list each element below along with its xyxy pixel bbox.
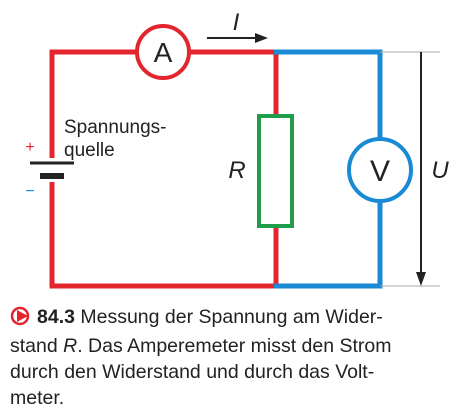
red-wire-lower	[49, 182, 276, 289]
minus-sign: −	[25, 183, 34, 200]
resistor-icon	[257, 114, 294, 228]
caption-text-line4: meter.	[10, 387, 65, 409]
voltmeter-icon	[347, 137, 413, 203]
caption-text-part3: . Das Amperemeter misst den Strom	[77, 335, 392, 357]
source-label-line1: Spannungs-	[64, 117, 166, 138]
voltage-label: U	[431, 157, 449, 184]
plus-sign: +	[25, 139, 34, 156]
caption-text-part1: Messung der Spannung am Wider-	[74, 306, 383, 328]
caption-text-line3: durch den Widerstand und durch das Volt-	[10, 361, 375, 383]
source-label-line2: quelle	[64, 140, 115, 161]
red-wire-top-right	[189, 49, 279, 116]
voltage-arrow-head	[416, 272, 426, 286]
figure-pointer-icon	[10, 306, 32, 333]
voltmeter-symbol: V	[370, 155, 390, 188]
red-wire	[49, 49, 137, 158]
current-arrow-head	[255, 33, 268, 43]
circuit-diagram: + − Spannungs- quelle A I R V U	[25, 9, 449, 289]
caption-resistor-symbol: R	[63, 335, 78, 357]
figure-caption: 84.3 Messung der Spannung am Wider- stan…	[10, 304, 460, 411]
ammeter-symbol: A	[154, 37, 173, 68]
current-label: I	[233, 9, 240, 36]
ammeter-icon	[135, 24, 191, 80]
resistor-label: R	[228, 157, 245, 184]
figure-number: 84.3	[37, 306, 75, 328]
caption-text-part2: stand	[10, 335, 64, 357]
